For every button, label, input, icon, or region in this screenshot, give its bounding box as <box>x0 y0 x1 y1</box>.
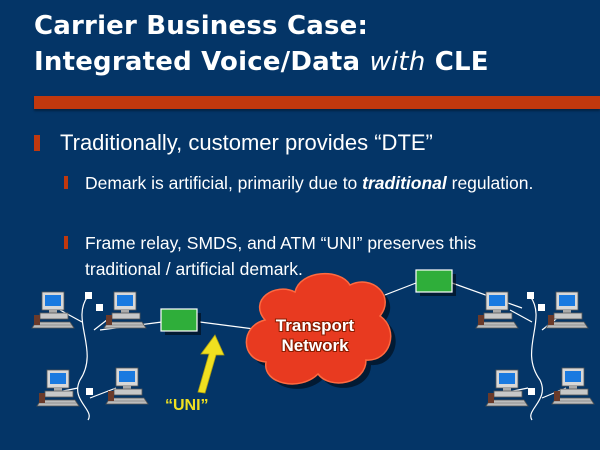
transport-network-cloud <box>245 273 392 385</box>
computer-icon <box>103 291 147 329</box>
computer-icon <box>545 291 589 329</box>
computer-icon <box>31 291 75 329</box>
left-wiring <box>57 295 117 421</box>
title-line-2: Integrated Voice/Data with CLE <box>34 44 489 80</box>
uni-arrow-icon <box>197 334 225 394</box>
sub-bullet-1-italic: traditional <box>362 173 447 193</box>
title-divider-bar <box>34 96 600 109</box>
main-bullet-text: Traditionally, customer provides “DTE” <box>60 130 433 155</box>
computer-icon <box>485 369 529 407</box>
sub-bullet-2-text: Frame relay, SMDS, and ATM “UNI” preserv… <box>85 233 477 279</box>
slide-title: Carrier Business Case: Integrated Voice/… <box>34 8 489 80</box>
bullet-marker <box>34 135 40 151</box>
sub-bullet-marker <box>64 236 68 249</box>
computer-icon <box>105 367 149 405</box>
cloud-label-line-1: Transport <box>275 316 355 335</box>
cloud-label-line-2: Network <box>281 336 349 355</box>
title-line-2-suffix: CLE <box>425 47 489 77</box>
cloud-label: Transport Network <box>252 316 378 356</box>
right-junction <box>527 292 534 299</box>
right-junction <box>528 388 535 395</box>
left-junction <box>96 304 103 311</box>
sub-bullet-1-text: Demark is artificial, primarily due to t… <box>85 170 555 196</box>
left-access-device <box>160 308 198 332</box>
sub-bullet-marker <box>64 176 68 189</box>
sub-bullet-1-after: regulation. <box>446 173 534 193</box>
left-junction <box>85 292 92 299</box>
right-junction <box>538 304 545 311</box>
title-line-2-prefix: Integrated Voice/Data <box>34 47 370 77</box>
computer-icon <box>36 369 80 407</box>
left-junction <box>86 388 93 395</box>
title-line-1: Carrier Business Case: <box>34 11 369 41</box>
sub-bullet-1-before: Demark is artificial, primarily due to <box>85 173 363 193</box>
computer-icon <box>475 291 519 329</box>
title-italic-word: with <box>369 47 426 77</box>
uni-label: “UNI” <box>165 397 209 414</box>
computer-icon <box>551 367 595 405</box>
right-access-device <box>415 269 453 293</box>
